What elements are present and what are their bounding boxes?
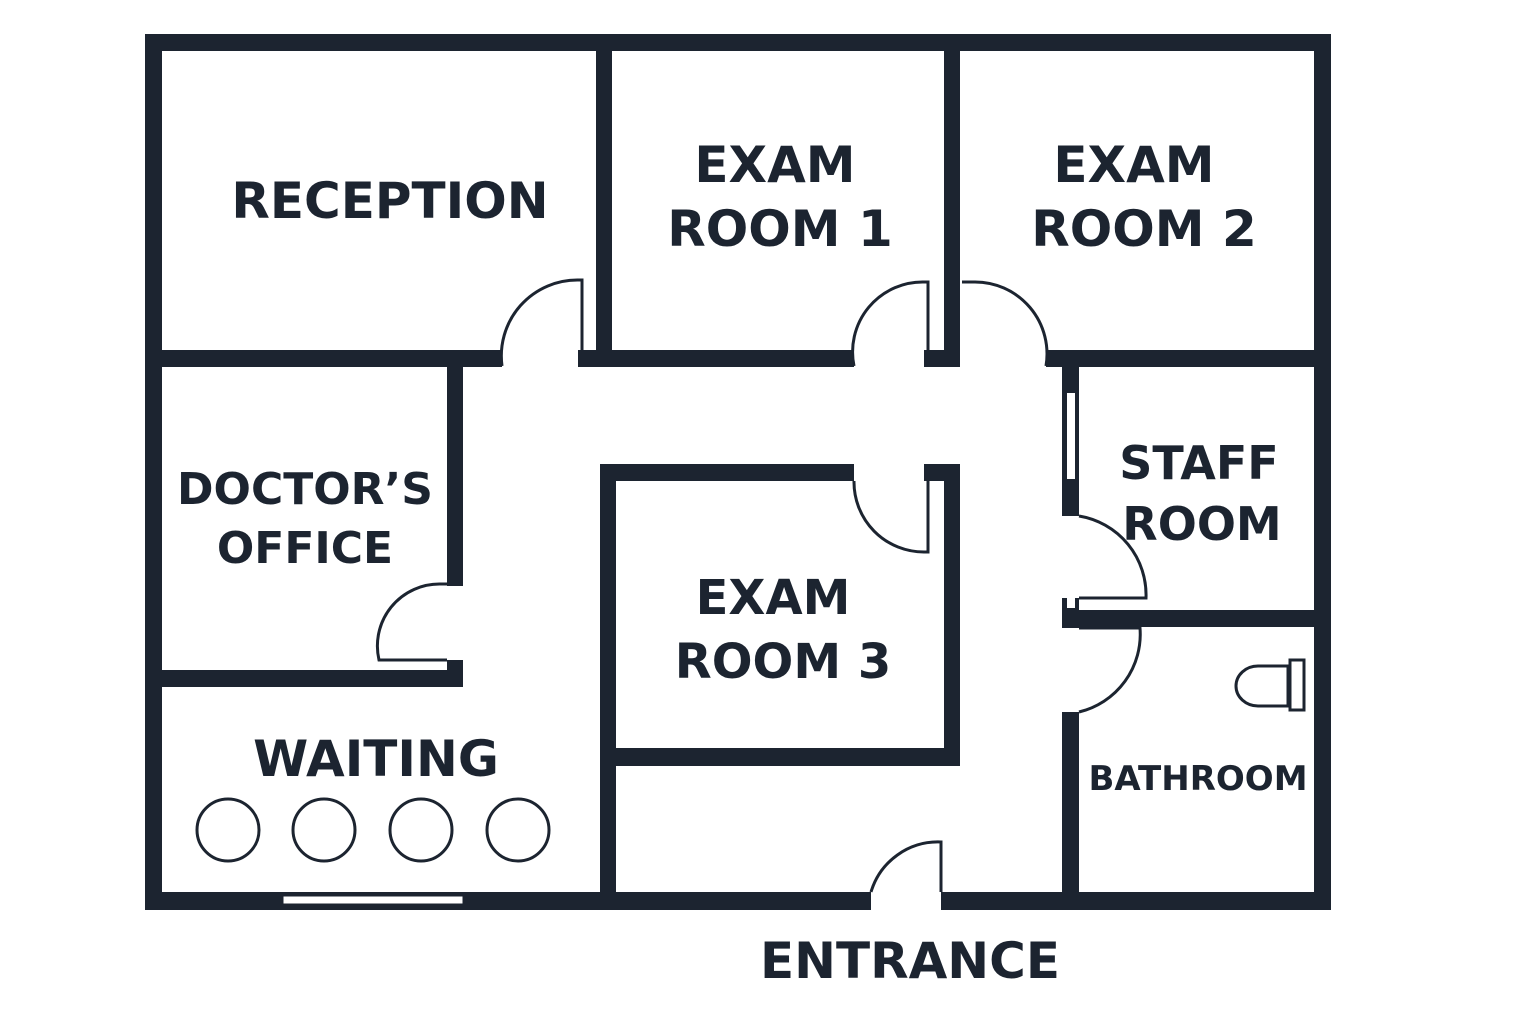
chair-4 — [485, 797, 551, 863]
wall-reception-bottom — [145, 350, 502, 367]
wall-exam2-bottom — [1046, 350, 1331, 367]
door-entrance — [869, 840, 943, 893]
door-staff-room — [1078, 514, 1148, 600]
outer-wall-top — [145, 34, 1331, 51]
door-reception — [499, 278, 584, 367]
label-bathroom: BATHROOM — [1088, 759, 1307, 799]
wall-staff-bath — [1062, 610, 1331, 627]
doors — [375, 278, 1148, 893]
label-reception: RECEPTION — [231, 172, 548, 230]
wall-exam1-exam2 — [944, 34, 960, 366]
label-staff-room-line1: STAFF — [1119, 436, 1278, 490]
label-doctors-office-line1: DOCTOR’S — [177, 464, 433, 515]
outer-wall-right — [1314, 34, 1331, 910]
label-exam-room-3-line2: ROOM 3 — [675, 634, 891, 690]
wall-exam3-right — [944, 464, 960, 766]
wall-exam1-jamb — [924, 350, 960, 367]
door-bathroom — [1078, 626, 1142, 714]
window — [282, 895, 464, 905]
door-exam-room-1 — [851, 280, 930, 367]
chair-2 — [291, 797, 357, 863]
wall-exam3-bottom — [600, 748, 960, 766]
door-exam-room-2 — [962, 280, 1049, 367]
label-doctors-office-line2: OFFICE — [217, 523, 393, 574]
door-doctors-office — [375, 582, 447, 662]
toilet-icon — [1234, 658, 1306, 712]
chair-3 — [388, 797, 454, 863]
label-exam-room-2-line2: ROOM 2 — [1031, 200, 1256, 258]
wall-doctor-right-upper — [447, 350, 463, 586]
wall-notches — [1067, 393, 1075, 608]
outer-wall-bottom-right — [941, 892, 1331, 910]
wall-doctor-bottom — [145, 670, 463, 687]
label-waiting: WAITING — [253, 730, 499, 788]
outer-wall-bottom-left — [145, 892, 871, 910]
room-labels: RECEPTION EXAM ROOM 1 EXAM ROOM 2 DOCTOR… — [177, 136, 1307, 990]
outer-wall-left — [145, 34, 162, 910]
label-staff-room-line2: ROOM — [1122, 497, 1281, 551]
label-exam-room-2-line1: EXAM — [1053, 136, 1214, 194]
label-exam-room-3-line1: EXAM — [696, 570, 851, 626]
label-exam-room-1-line1: EXAM — [694, 136, 855, 194]
wall-exam3-top — [600, 464, 854, 481]
waiting-chairs — [195, 797, 551, 863]
wall-exam3-left — [600, 464, 616, 909]
wall-reception-exam1 — [596, 34, 612, 366]
wall-doctor-jamb — [447, 660, 463, 687]
wall-exam1-bottom — [596, 350, 854, 367]
chair-1 — [195, 797, 261, 863]
label-entrance: ENTRANCE — [760, 932, 1060, 990]
wall-bath-left — [1062, 712, 1079, 909]
door-exam-room-3 — [852, 480, 930, 554]
label-exam-room-1-line2: ROOM 1 — [667, 200, 892, 258]
